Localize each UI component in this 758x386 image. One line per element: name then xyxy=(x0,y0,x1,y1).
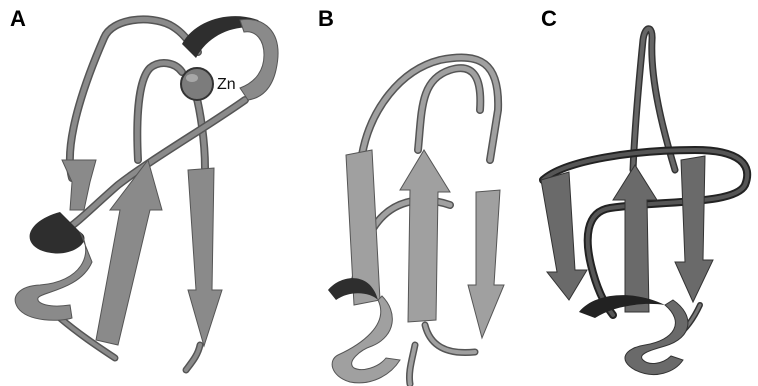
panel-b: B xyxy=(300,0,525,386)
strand-arrow-a3 xyxy=(188,168,222,346)
strand-arrow-b2 xyxy=(400,150,450,322)
strand-arrow-c1 xyxy=(541,172,587,300)
strand-arrow-c2 xyxy=(613,165,657,312)
zinc-label: Zn xyxy=(217,77,236,93)
panel-b-structure xyxy=(300,0,525,386)
strand-arrow-a1 xyxy=(62,160,96,210)
strand-arrow-c3 xyxy=(675,156,713,302)
panel-a: A xyxy=(0,0,300,386)
panel-a-structure xyxy=(0,0,300,386)
zinc-ion-sphere xyxy=(181,68,213,100)
panel-c: C xyxy=(525,0,758,386)
strand-arrow-a2 xyxy=(96,160,162,345)
panel-c-structure xyxy=(525,0,758,386)
strand-arrow-b3 xyxy=(468,190,504,338)
helix-bottom-a xyxy=(15,212,92,320)
